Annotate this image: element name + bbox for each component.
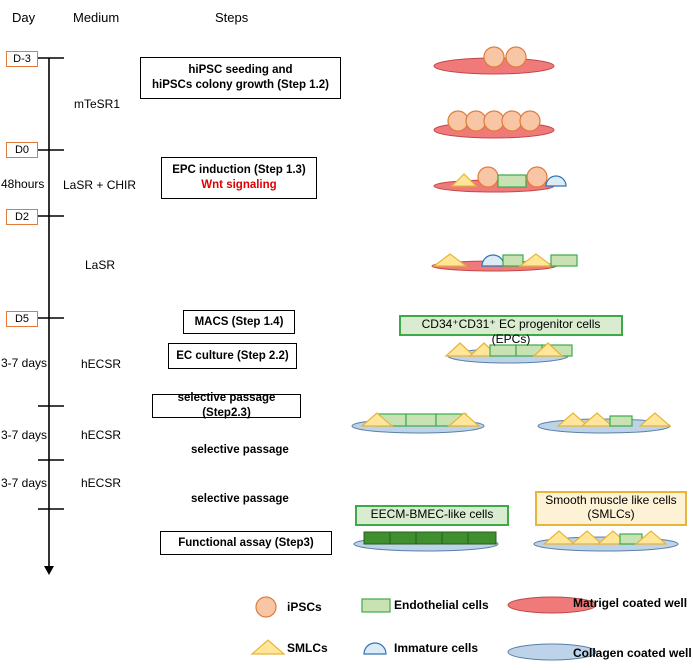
step-epc-induction-label: EPC induction (Step 1.3) [172,164,306,176]
well-seeding [433,46,555,75]
day-marker-d2: D2 [6,209,38,225]
smlc-legend-icon [250,639,286,655]
step-macs: MACS (Step 1.4) [183,310,295,334]
smlc-label-line1: Smooth muscle like cells [545,493,677,507]
medium-header: Medium [73,10,120,25]
duration-48hours: 48hours [1,177,45,191]
smlc-label: Smooth muscle like cells (SMLCs) [535,491,687,526]
duration-ec-culture: 3-7 days [1,356,48,370]
step-hipsc-seeding: hiPSC seeding and hiPSCs colony growth (… [140,57,341,99]
well-passage-right [537,412,672,434]
collagen-legend-icon [507,643,597,661]
well-colony [433,110,555,139]
endothelial-legend-icon [361,598,391,613]
day-marker-d0: D0 [6,142,38,158]
epc-label: CD34⁺CD31⁺ EC progenitor cells (EPCs) [399,315,623,346]
immature-legend-icon [363,642,387,655]
well-lasr [431,253,578,272]
eecm-label: EECM-BMEC-like cells [355,505,509,526]
medium-hecsr-1: hECSR [81,357,122,371]
well-eecm [353,531,499,552]
step-ec-culture: EC culture (Step 2.2) [168,343,297,369]
selective-passage-text-1: selective passage [191,444,289,456]
matrigel-legend-icon [507,596,597,614]
well-ec-culture [444,342,573,364]
step-seeding-line1: hiPSC seeding and [188,64,293,76]
step-ec-culture-label: EC culture (Step 2.2) [176,349,289,362]
step-functional-assay-label: Functional assay (Step3) [178,536,314,549]
day-marker-d5: D5 [6,311,38,327]
legend-matrigel: Matrigel coated well [573,596,688,610]
duration-passage-2: 3-7 days [1,476,48,490]
day-header: Day [12,10,36,25]
legend-endothelial: Endothelial cells [394,598,489,612]
medium-mtesr1: mTeSR1 [74,97,121,111]
well-epc-induction [433,166,567,193]
legend-smlcs: SMLCs [287,641,328,655]
day-marker-d-3: D-3 [6,51,38,67]
wnt-signaling-label: Wnt signaling [201,179,277,191]
step-epc-induction: EPC induction (Step 1.3) Wnt signaling [161,157,317,199]
step-selective-passage: selective passage (Step2.3) [152,392,301,419]
step-seeding-line2: hiPSCs colony growth (Step 1.2) [152,79,329,91]
ipsc-legend-icon [255,596,277,618]
legend-ipscs: iPSCs [287,600,322,614]
medium-hecsr-3: hECSR [81,476,122,490]
well-smlc [533,530,679,552]
legend-immature: Immature cells [394,641,479,655]
step-macs-label: MACS (Step 1.4) [194,315,284,328]
duration-passage-1: 3-7 days [1,428,48,442]
medium-lasr: LaSR [85,258,116,272]
timeline-arrowhead [44,566,54,575]
timeline-ticks [38,57,64,510]
well-passage-left [351,412,485,434]
medium-hecsr-2: hECSR [81,428,122,442]
smlc-label-line2: (SMLCs) [587,507,635,521]
step-selective-passage-label: selective passage (Step2.3) [177,392,276,419]
step-functional-assay: Functional assay (Step3) [160,531,332,555]
steps-header: Steps [215,10,249,25]
medium-lasr-chir: LaSR + CHIR [63,178,137,192]
legend-collagen: Collagen coated well [573,646,692,660]
selective-passage-text-2: selective passage [191,493,289,505]
